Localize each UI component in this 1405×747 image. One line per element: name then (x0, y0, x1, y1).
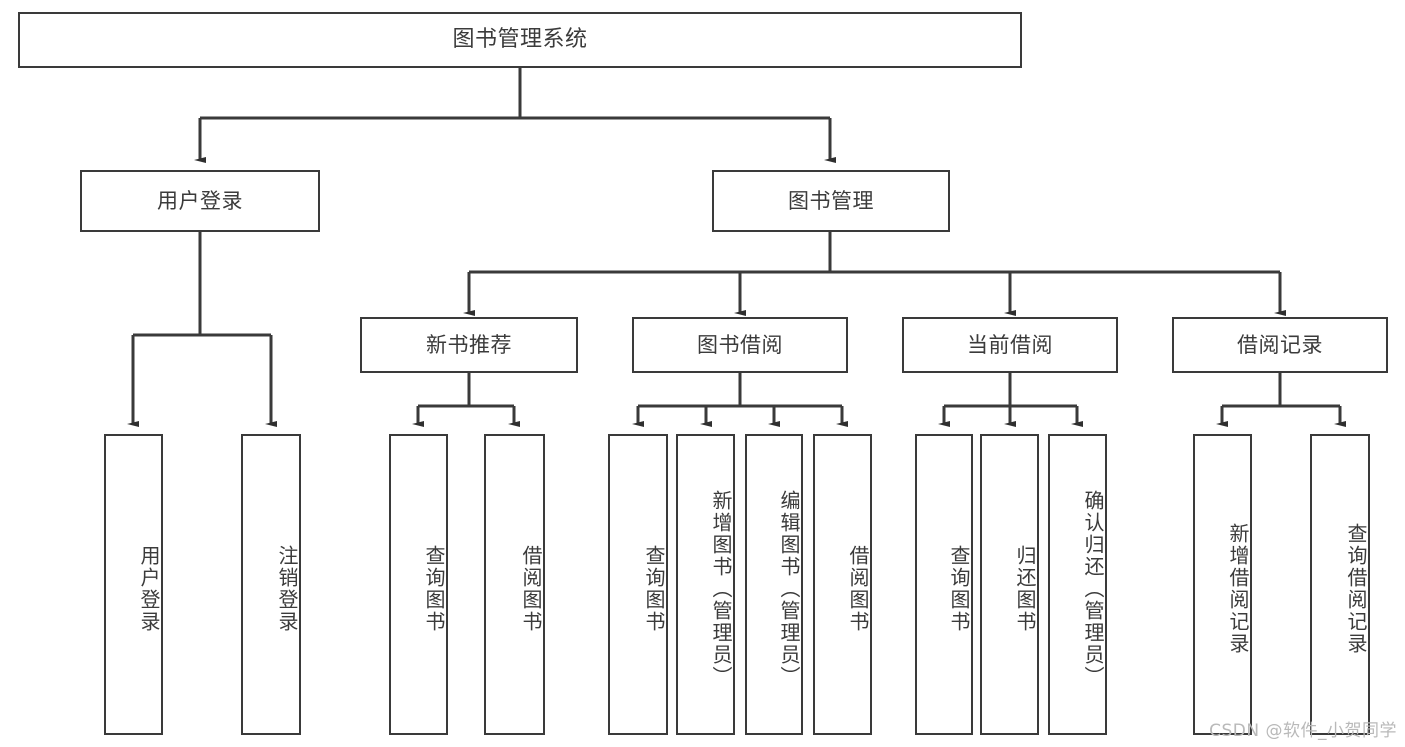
leaf-book-borrow-borrow[interactable]: 借阅图书 (813, 434, 872, 735)
leaf-user-login-logout[interactable]: 注销登录 (241, 434, 301, 735)
node-new-book-recommend-label: 新书推荐 (426, 332, 512, 357)
node-book-manage-label: 图书管理 (788, 188, 874, 213)
leaf-book-borrow-query-label: 查询图书 (642, 544, 666, 633)
node-book-manage[interactable]: 图书管理 (712, 170, 950, 232)
node-book-borrow[interactable]: 图书借阅 (632, 317, 848, 373)
leaf-current-borrow-return[interactable]: 归还图书 (980, 434, 1039, 735)
leaf-book-borrow-borrow-label: 借阅图书 (846, 544, 870, 633)
leaf-new-book-query-label: 查询图书 (422, 544, 446, 633)
leaf-current-borrow-return-label: 归还图书 (1013, 544, 1037, 633)
node-root-system[interactable]: 图书管理系统 (18, 12, 1022, 68)
leaf-borrow-record-query[interactable]: 查询借阅记录 (1310, 434, 1370, 735)
leaf-new-book-borrow[interactable]: 借阅图书 (484, 434, 545, 735)
leaf-user-login-login[interactable]: 用户登录 (104, 434, 163, 735)
leaf-current-borrow-confirm-label: 确认归还（管理员） (1081, 489, 1105, 688)
leaf-book-borrow-query[interactable]: 查询图书 (608, 434, 668, 735)
leaf-borrow-record-query-label: 查询借阅记录 (1344, 522, 1368, 655)
leaf-current-borrow-confirm[interactable]: 确认归还（管理员） (1048, 434, 1107, 735)
node-new-book-recommend[interactable]: 新书推荐 (360, 317, 578, 373)
node-book-borrow-label: 图书借阅 (697, 332, 783, 357)
leaf-borrow-record-add-label: 新增借阅记录 (1226, 522, 1250, 655)
csdn-watermark: CSDN @软件_小贺同学 (1209, 721, 1397, 741)
node-current-borrow-label: 当前借阅 (967, 332, 1053, 357)
leaf-user-login-logout-label: 注销登录 (275, 544, 299, 633)
leaf-current-borrow-query-label: 查询图书 (947, 544, 971, 633)
leaf-borrow-record-add[interactable]: 新增借阅记录 (1193, 434, 1252, 735)
leaf-book-borrow-add[interactable]: 新增图书（管理员） (676, 434, 735, 735)
leaf-book-borrow-edit[interactable]: 编辑图书（管理员） (745, 434, 803, 735)
leaf-current-borrow-query[interactable]: 查询图书 (915, 434, 973, 735)
node-root-system-label: 图书管理系统 (452, 27, 588, 53)
node-user-login[interactable]: 用户登录 (80, 170, 320, 232)
node-current-borrow[interactable]: 当前借阅 (902, 317, 1118, 373)
node-borrow-record[interactable]: 借阅记录 (1172, 317, 1388, 373)
leaf-new-book-query[interactable]: 查询图书 (389, 434, 448, 735)
node-user-login-label: 用户登录 (157, 188, 243, 213)
leaf-book-borrow-edit-label: 编辑图书（管理员） (777, 489, 801, 688)
leaf-book-borrow-add-label: 新增图书（管理员） (709, 489, 733, 688)
node-borrow-record-label: 借阅记录 (1237, 332, 1323, 357)
leaf-user-login-login-label: 用户登录 (137, 544, 161, 633)
leaf-new-book-borrow-label: 借阅图书 (519, 544, 543, 633)
